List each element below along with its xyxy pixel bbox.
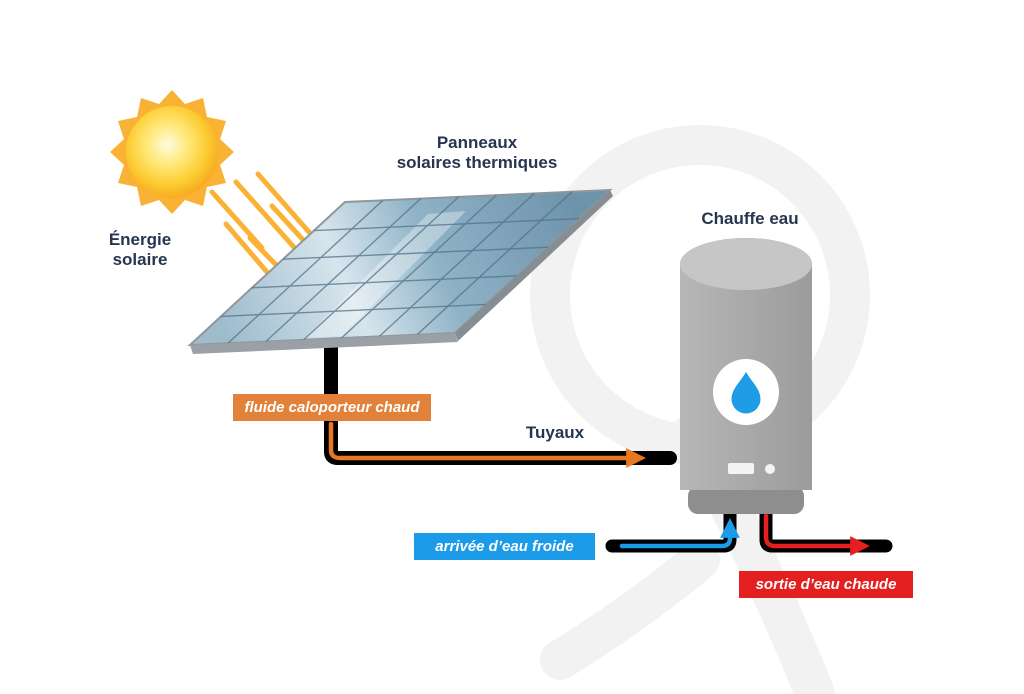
heater-indicator-dot xyxy=(765,464,775,474)
hot-water-outlet-tag: sortie d’eau chaude xyxy=(739,571,913,598)
solar-panels-line1: Panneaux xyxy=(436,133,518,152)
sun-disc xyxy=(126,106,218,198)
water-heater xyxy=(680,238,812,514)
cold-water-arrow xyxy=(619,518,740,549)
heater-control-panel xyxy=(728,463,754,474)
hot-fluid-arrow xyxy=(328,421,646,468)
heater-base xyxy=(688,486,804,514)
solar-energy-line1: Énergie xyxy=(108,230,172,249)
hot-fluid-tag: fluide caloporteur chaud xyxy=(233,394,431,421)
panel-sheen xyxy=(305,211,466,338)
water-drop-icon xyxy=(731,372,761,414)
solar-panels-label: Panneaux solaires thermiques xyxy=(377,133,577,173)
solar-energy-line2: solaire xyxy=(112,250,168,270)
solar-panels-line2: solaires thermiques xyxy=(396,153,558,173)
cold-water-inlet-tag: arrivée d’eau froide xyxy=(414,533,595,560)
pipes-label: Tuyaux xyxy=(525,423,585,442)
solar-panel xyxy=(187,188,613,354)
sun-icon xyxy=(110,90,234,214)
solar-energy-label: Énergie solaire xyxy=(75,230,205,270)
panel-frame-front xyxy=(190,333,458,354)
panel-grid xyxy=(220,191,580,344)
hot-water-arrow xyxy=(763,513,870,556)
panel-frame-side xyxy=(455,190,613,341)
water-heater-label: Chauffe eau xyxy=(701,209,799,228)
heater-top xyxy=(680,238,812,290)
